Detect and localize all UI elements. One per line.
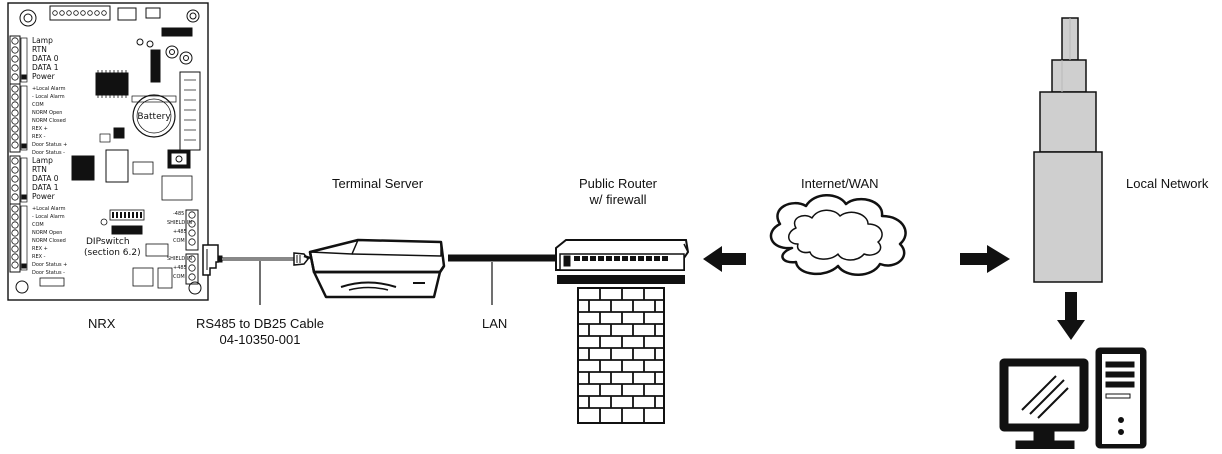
reader2-lamp: Lamp: [32, 156, 53, 165]
io2-door-status-neg: Door Status -: [32, 270, 65, 276]
cloud-icon: [769, 194, 907, 276]
router-label-line2: w/ firewall: [589, 192, 647, 207]
lan-label: LAN: [482, 316, 508, 331]
rs485-2-plus: +485: [173, 265, 187, 271]
reader1-lamp: Lamp: [32, 36, 53, 45]
io2-norm-closed: NORM Closed: [32, 238, 66, 244]
reader2-data0: DATA 0: [32, 174, 59, 183]
io2-com: COM: [32, 222, 44, 228]
arrow-right-icon: [960, 245, 1010, 273]
arrow-left-icon: [703, 246, 746, 272]
rs485-plus: +485: [173, 229, 187, 235]
dipswitch-section-label: (section 6.2): [84, 248, 141, 258]
reader1-data1: DATA 1: [32, 63, 59, 72]
io1-door-status-neg: Door Status -: [32, 150, 65, 156]
coax-cable-icon: [1033, 17, 1103, 283]
router-label: Public Router w/ firewall: [558, 176, 678, 208]
internet-wan-label: Internet/WAN: [801, 176, 879, 191]
reader2-data1: DATA 1: [32, 183, 59, 192]
io2-rex-neg: REX -: [32, 254, 46, 260]
nrx-board: [7, 2, 209, 301]
reader1-power: Power: [32, 72, 56, 81]
io1-rex-pos: REX +: [32, 126, 48, 132]
reader1-data0: DATA 0: [32, 54, 59, 63]
cable-label: RS485 to DB25 Cable 04-10350-001: [180, 316, 340, 348]
dipswitch-label: DIPswitch: [86, 237, 130, 247]
io2-rex-pos: REX +: [32, 246, 48, 252]
io1-local-alarm-pos: +Local Alarm: [32, 86, 66, 92]
reader2-power: Power: [32, 192, 56, 201]
local-network-label: Local Network: [1126, 176, 1209, 191]
nrx-label: NRX: [88, 316, 116, 331]
io1-rex-neg: REX -: [32, 134, 46, 140]
reader2-rtn: RTN: [32, 165, 47, 174]
io2-norm-open: NORM Open: [32, 230, 62, 236]
io1-local-alarm-neg: - Local Alarm: [32, 94, 65, 100]
io1-com: COM: [32, 102, 44, 108]
terminal-server-label: Terminal Server: [332, 176, 424, 191]
rs485-2-com: COM: [173, 274, 185, 280]
io2-door-status-pos: Door Status +: [32, 262, 67, 268]
io2-local-alarm-neg: - Local Alarm: [32, 214, 65, 220]
arrow-down-icon: [1057, 292, 1085, 340]
rs485-minus: -485: [173, 211, 184, 217]
cable-label-line2: 04-10350-001: [219, 332, 301, 347]
db25-connector-icon: [202, 244, 223, 276]
io1-norm-open: NORM Open: [32, 110, 62, 116]
router-label-line1: Public Router: [578, 176, 658, 191]
terminal-server-icon: [308, 238, 446, 299]
cable-label-line1: RS485 to DB25 Cable: [196, 316, 324, 331]
rs485-com: COM: [173, 238, 185, 244]
rs485-2-shield-in: SHIELD IN: [167, 256, 192, 262]
reader1-rtn: RTN: [32, 45, 47, 54]
firewall-brick-icon: [557, 275, 685, 424]
io1-door-status-pos: Door Status +: [32, 142, 67, 148]
pc-tower-icon: [1095, 347, 1147, 449]
monitor-icon: [999, 358, 1089, 450]
battery-label: Battery: [137, 112, 171, 122]
router-icon: [555, 239, 690, 271]
io1-norm-closed: NORM Closed: [32, 118, 66, 124]
rs485-cable: [222, 252, 311, 305]
rs485-shield-in: SHIELD IN: [167, 220, 192, 226]
io2-local-alarm-pos: +Local Alarm: [32, 206, 66, 212]
board-labels: Lamp RTN DATA 0 DATA 1 Power +Local Alar…: [32, 36, 192, 280]
